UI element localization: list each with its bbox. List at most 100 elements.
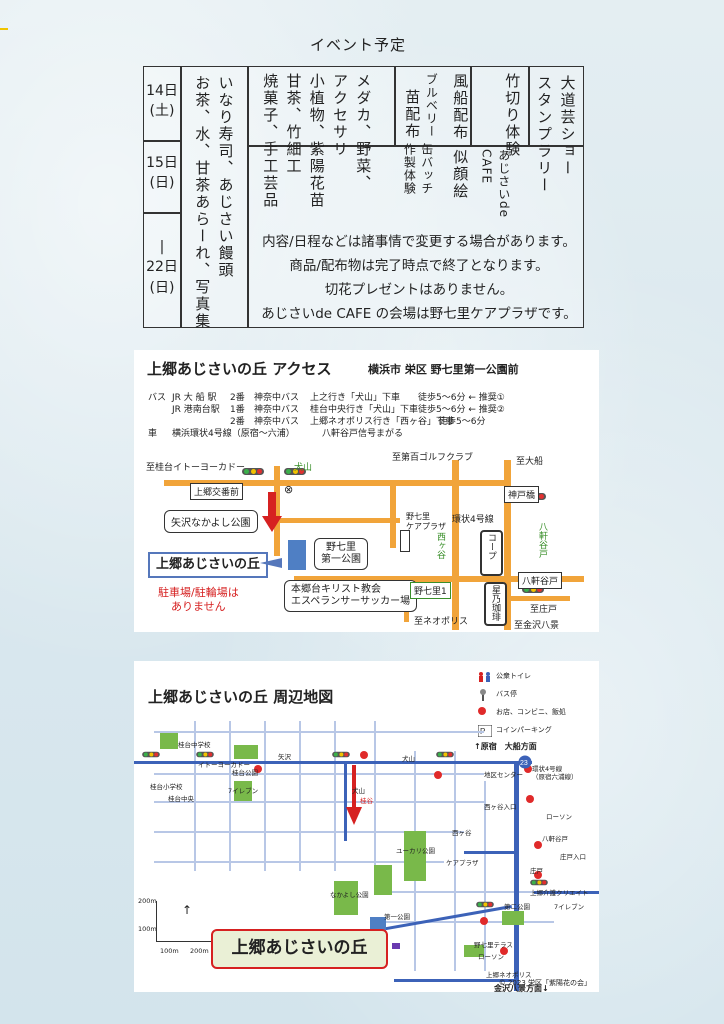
schedule-title: イベント予定 [310, 36, 407, 54]
access-title: 上郷あじさいの丘 アクセス [147, 360, 332, 378]
col-cafe: あじさいde CAFE [477, 149, 512, 218]
road [452, 460, 459, 630]
road [274, 466, 280, 556]
label-to-kanazawa: 至金沢八景 [514, 621, 560, 631]
shop-icon [526, 795, 534, 803]
label-hakkenyato: 八軒谷戸 [542, 835, 568, 843]
note-line: 商品/配布物は完了時点で終了となります。 [289, 258, 549, 274]
cell-text: 大道芸ショー [558, 75, 577, 177]
route-platform: 2番 [230, 393, 245, 403]
label-daini-park: 第二公園 [504, 903, 530, 911]
road [294, 576, 584, 582]
shop-icon [534, 871, 542, 879]
label-shodo-iriguchi: 庄戸入口 [560, 853, 586, 861]
care-plaza-text: ケアプラザ [406, 522, 446, 531]
cell-text: 苗配布 [403, 89, 422, 140]
label-lawson-2: ローソン [478, 953, 504, 961]
label-inuyama: 犬山 [294, 463, 313, 473]
cell-text: スタンプラリー [535, 75, 554, 194]
cell-text: 甘茶、竹細工 [284, 73, 303, 175]
scale-label: 200m [190, 947, 209, 955]
street [154, 831, 464, 833]
label-to-shodo: 至庄戸 [530, 605, 558, 615]
day-14: 14日 (土) [144, 81, 180, 122]
cell-text: 作製体験 [402, 143, 417, 195]
col-badge: 缶バッチ 作製体験 [400, 143, 435, 195]
road [280, 518, 400, 523]
care-plaza-text: 野七里 [406, 512, 430, 521]
day-date: 15日 [146, 155, 178, 171]
col-balloon: 風船配布 [448, 73, 471, 141]
park-area [234, 745, 258, 759]
traffic-signal-icon [530, 879, 548, 886]
street [194, 721, 196, 871]
main-road [344, 761, 347, 841]
label-nishigaya: 西ヶ谷 [452, 829, 472, 837]
cell-text: 小植物、紫陽花苗 [307, 73, 326, 209]
label-nakayoshi-park: なかよし公園 [330, 891, 369, 899]
park-area [234, 781, 252, 801]
day-date: 22日 [146, 259, 178, 276]
parking-note-text: 駐車場/駐輪場は [158, 586, 239, 599]
road [504, 460, 511, 630]
label-katsuradai-chuo: 桂台中央 [168, 795, 194, 803]
label-daiichi-park: 第一公園 [384, 913, 410, 921]
cell-text: 似顔絵 [451, 149, 470, 200]
legend-label: お店、コンビニ、飯処 [496, 708, 566, 716]
legend-label: 公衆トイレ [496, 672, 531, 680]
label-hakkenyato: 八軒谷戸 [518, 572, 563, 589]
route-station: JR 港南台駅 [172, 405, 220, 415]
label-ito-yokado: イトーヨーカドー [198, 761, 250, 769]
route-number-text: 23 [520, 760, 528, 767]
park-area [464, 945, 484, 957]
traffic-signal-icon [332, 751, 350, 758]
route-road: 横浜環状4号線（原宿～六浦） [172, 429, 295, 439]
north-arrow-icon: ↑ [182, 903, 193, 917]
label-coop: コープ [480, 530, 503, 576]
legend-item: バス停 [478, 687, 566, 705]
label-site-marker: 桂谷 [360, 797, 373, 805]
route-stop: 上之行き「犬山」下車 [310, 393, 401, 403]
road [164, 480, 509, 486]
legend-label: コインパーキング [496, 726, 552, 734]
park-area [502, 911, 524, 925]
route-bus: 神奈中バス [254, 393, 300, 403]
site-block [288, 540, 306, 570]
road [510, 596, 570, 601]
label-inuyama: 犬山 [402, 755, 415, 763]
park-text: 第一公園 [321, 554, 361, 565]
table-divider [470, 67, 472, 145]
shop-icon [524, 765, 532, 773]
label-noshichiri-terrace: 野七里テラス [474, 941, 513, 949]
route-bus: 神奈中バス [254, 417, 300, 427]
label-yazawa-park: 矢沢なかよし公園 [164, 510, 258, 533]
label-district-center: 地区センター [484, 771, 523, 779]
table-divider [394, 67, 396, 145]
label-noshichiri-park: 野七里 第一公園 [314, 538, 368, 570]
label-shodo: 庄戸 [530, 867, 543, 875]
cell-text: いなり寿司、あじさい饅頭 [216, 75, 235, 279]
label-harajuku-ofuna: ↑原宿 大船方面 [474, 742, 537, 751]
church-text: 本郷台キリスト教会 [291, 584, 381, 595]
street [264, 721, 266, 871]
shop-icon [360, 751, 368, 759]
legend-item: 公衆トイレ [478, 669, 566, 687]
note-line: あじさいde CAFE の会場は野七里ケアプラザです。 [261, 306, 577, 322]
bus-stop-icon [480, 689, 486, 701]
label-katsuradai-es: 桂台小学校 [150, 783, 183, 791]
route-signal: 八軒谷戸信号まがる [322, 429, 404, 439]
table-divider [247, 145, 583, 147]
note-line: 内容/日程などは諸事情で変更する場合があります。 [262, 234, 576, 250]
schedule-table: 14日 (土) 15日 (日) | 22日 (日) 大道芸ショー スタンプラリー… [143, 66, 584, 330]
cell-text: 缶バッチ [419, 143, 434, 195]
note-line: 切花プレゼントはありません。 [324, 282, 514, 298]
ring4-text: 環状4号線 [532, 765, 563, 773]
scale-label: 100m [160, 947, 179, 955]
legend-item: お店、コンビニ、飯処 [478, 705, 566, 723]
col-blueberry-label: ブルベリー [422, 73, 439, 138]
day-15: 15日 (日) [144, 153, 180, 194]
route-walk: 徒歩5～6分 ← 推奨② [418, 405, 505, 415]
label-hoshino-coffee: 星乃珈琲 [484, 582, 507, 626]
shop-icon [500, 947, 508, 955]
